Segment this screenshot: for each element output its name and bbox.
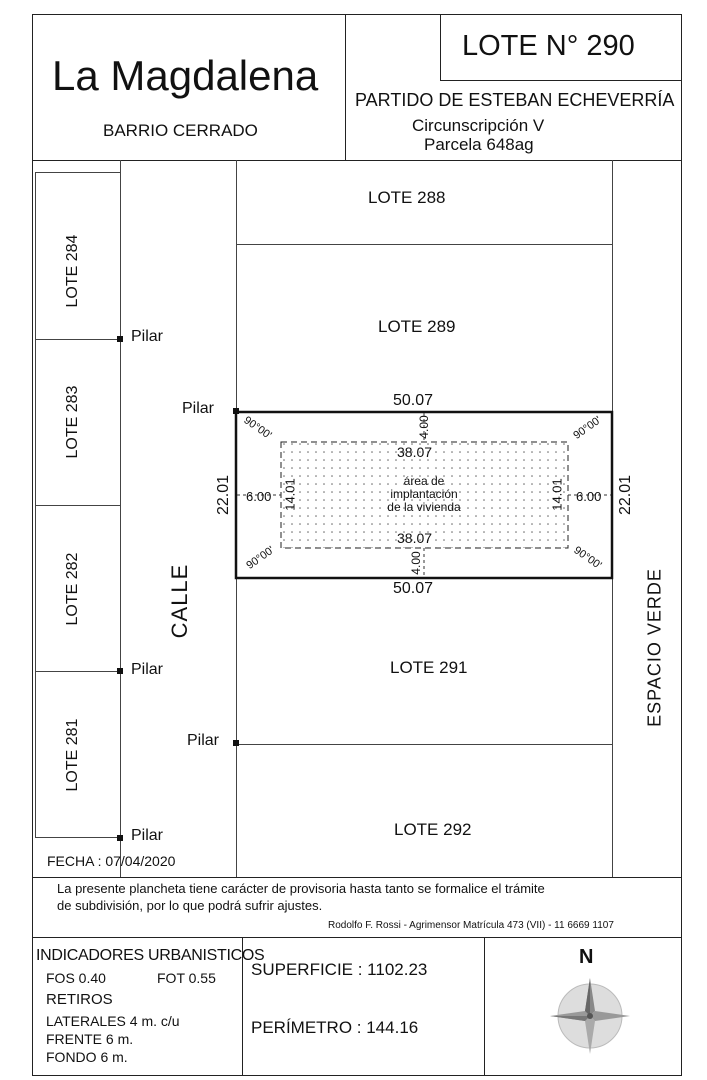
indicators-title: INDICADORES URBANISTICOS bbox=[36, 947, 265, 964]
setback-left: 6.00 bbox=[246, 489, 272, 504]
lot-divider-291-292 bbox=[236, 744, 612, 745]
lot-divider-283-282 bbox=[35, 505, 120, 506]
retiro-frente: FRENTE 6 m. bbox=[46, 1031, 134, 1047]
lot-divider-281-end bbox=[35, 837, 120, 838]
inner-height-right: 14.01 bbox=[549, 478, 565, 511]
header-divider bbox=[32, 160, 682, 161]
partido: PARTIDO DE ESTEBAN ECHEVERRÍA bbox=[355, 90, 675, 110]
retiro-fondo: FONDO 6 m. bbox=[46, 1049, 128, 1065]
lote-box-left bbox=[440, 14, 441, 80]
lot-label: LOTE 288 bbox=[368, 188, 446, 207]
perimetro: PERÍMETRO : 144.16 bbox=[251, 1018, 419, 1037]
note-bottom-line bbox=[32, 937, 682, 938]
circunscripcion: Circunscripción V bbox=[412, 116, 545, 135]
setback-right: 6.00 bbox=[576, 489, 602, 504]
lote-box-bottom bbox=[440, 80, 682, 81]
fot-value: FOT 0.55 bbox=[157, 970, 216, 986]
parcela: Parcela 648ag bbox=[424, 135, 534, 154]
lot-divider-284-283 bbox=[35, 339, 120, 340]
compass-divider bbox=[484, 937, 485, 1076]
lot-label: LOTE 291 bbox=[390, 658, 468, 677]
retiros-label: RETIROS bbox=[46, 991, 113, 1008]
surveyor-signature: Rodolfo F. Rossi - Agrimensor Matrícula … bbox=[328, 920, 614, 931]
setback-front: 4.00 bbox=[417, 415, 431, 439]
lot-divider-288-289 bbox=[236, 244, 612, 245]
pilar-marker bbox=[117, 835, 123, 841]
north-label: N bbox=[579, 946, 594, 968]
retiro-laterales: LATERALES 4 m. c/u bbox=[46, 1013, 180, 1029]
lot-label: LOTE 289 bbox=[378, 317, 456, 336]
header-vdivider bbox=[345, 14, 346, 160]
pilar-marker bbox=[117, 336, 123, 342]
area-label: de la vivienda bbox=[387, 500, 461, 514]
sheet-frame bbox=[32, 14, 682, 1076]
indicators-divider bbox=[242, 937, 243, 1076]
inner-width-top: 38.07 bbox=[397, 444, 433, 460]
left-lots-inner bbox=[120, 160, 121, 877]
compass-rose-icon bbox=[550, 978, 630, 1054]
inner-width-bottom: 38.07 bbox=[397, 530, 433, 546]
page-title: La Magdalena bbox=[52, 52, 319, 99]
pilar-marker bbox=[117, 668, 123, 674]
setback-back: 4.00 bbox=[409, 551, 423, 575]
page-subtitle: BARRIO CERRADO bbox=[103, 121, 258, 140]
pilar-label: Pilar bbox=[131, 661, 164, 678]
superficie: SUPERFICIE : 1102.23 bbox=[251, 960, 428, 979]
building-area bbox=[280, 441, 569, 549]
area-label: implantación bbox=[390, 487, 458, 501]
note-line: La presente plancheta tiene carácter de … bbox=[57, 881, 545, 896]
lot-label: LOTE 292 bbox=[394, 820, 472, 839]
front-dimension-bottom: 50.07 bbox=[393, 580, 434, 597]
pilar-label: Pilar bbox=[187, 732, 220, 749]
inner-height-left: 14.01 bbox=[282, 478, 298, 511]
lot-290-boundary bbox=[234, 410, 614, 580]
area-label: área de bbox=[403, 474, 445, 488]
side-dimension-left: 22.01 bbox=[215, 474, 232, 516]
front-dimension-top: 50.07 bbox=[393, 392, 434, 409]
fos-value: FOS 0.40 bbox=[46, 970, 106, 986]
date-label: FECHA : 07/04/2020 bbox=[47, 853, 176, 869]
side-dimension-right: 22.01 bbox=[617, 474, 634, 516]
lote-number: LOTE N° 290 bbox=[462, 30, 635, 62]
pilar-label: Pilar bbox=[182, 400, 215, 417]
left-lots-outer bbox=[35, 172, 36, 837]
plan-bottom-line bbox=[32, 877, 682, 878]
left-lots-top bbox=[35, 172, 120, 173]
lot-divider-282-281 bbox=[35, 671, 120, 672]
pilar-label: Pilar bbox=[131, 827, 164, 844]
pilar-label: Pilar bbox=[131, 328, 164, 345]
note-line: de subdivisión, por lo que podrá sufrir … bbox=[57, 898, 323, 913]
pilar-marker bbox=[233, 740, 239, 746]
